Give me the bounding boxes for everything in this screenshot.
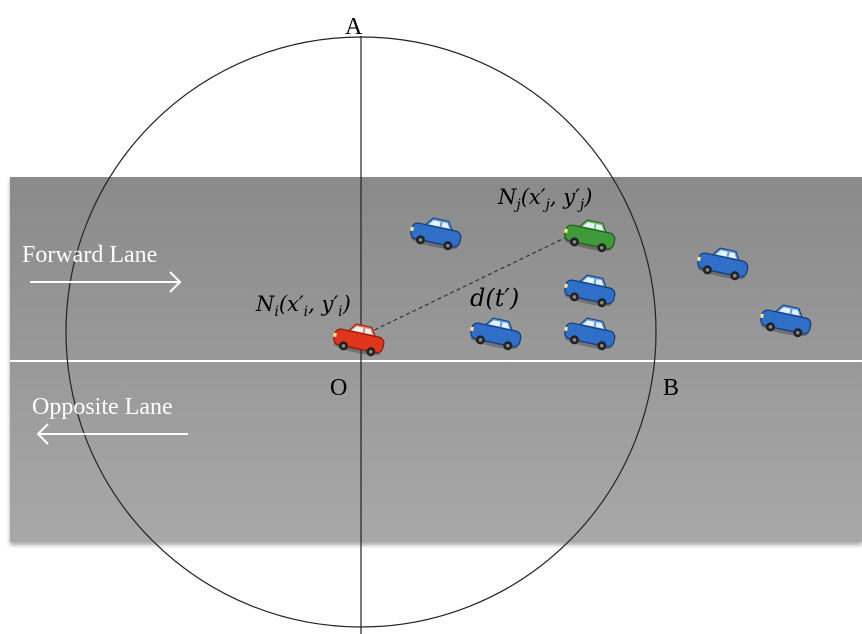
opposite-arrow — [36, 423, 188, 445]
point-a-label: A — [345, 14, 363, 40]
source-vehicle-ni — [333, 323, 385, 357]
vehicle — [564, 317, 616, 351]
opposite-lane-label: Opposite Lane — [32, 394, 173, 420]
point-o-label: O — [330, 375, 347, 401]
point-b-label: B — [663, 375, 679, 401]
cars-layer — [333, 217, 812, 357]
vehicle — [760, 304, 812, 338]
vehicle — [470, 317, 522, 351]
node-ni-label: Ni(x′i, y′i) — [255, 292, 351, 320]
distance-line — [361, 232, 576, 337]
distance-label: d(t′) — [470, 284, 519, 312]
vehicle — [697, 247, 749, 281]
node-nj-label: Nj(x′j, y′j) — [497, 185, 592, 213]
vehicle — [410, 217, 462, 251]
forward-lane-label: Forward Lane — [22, 242, 157, 268]
neighbor-vehicle-nj — [564, 219, 616, 253]
forward-arrow — [30, 271, 182, 293]
vehicle — [564, 274, 616, 308]
